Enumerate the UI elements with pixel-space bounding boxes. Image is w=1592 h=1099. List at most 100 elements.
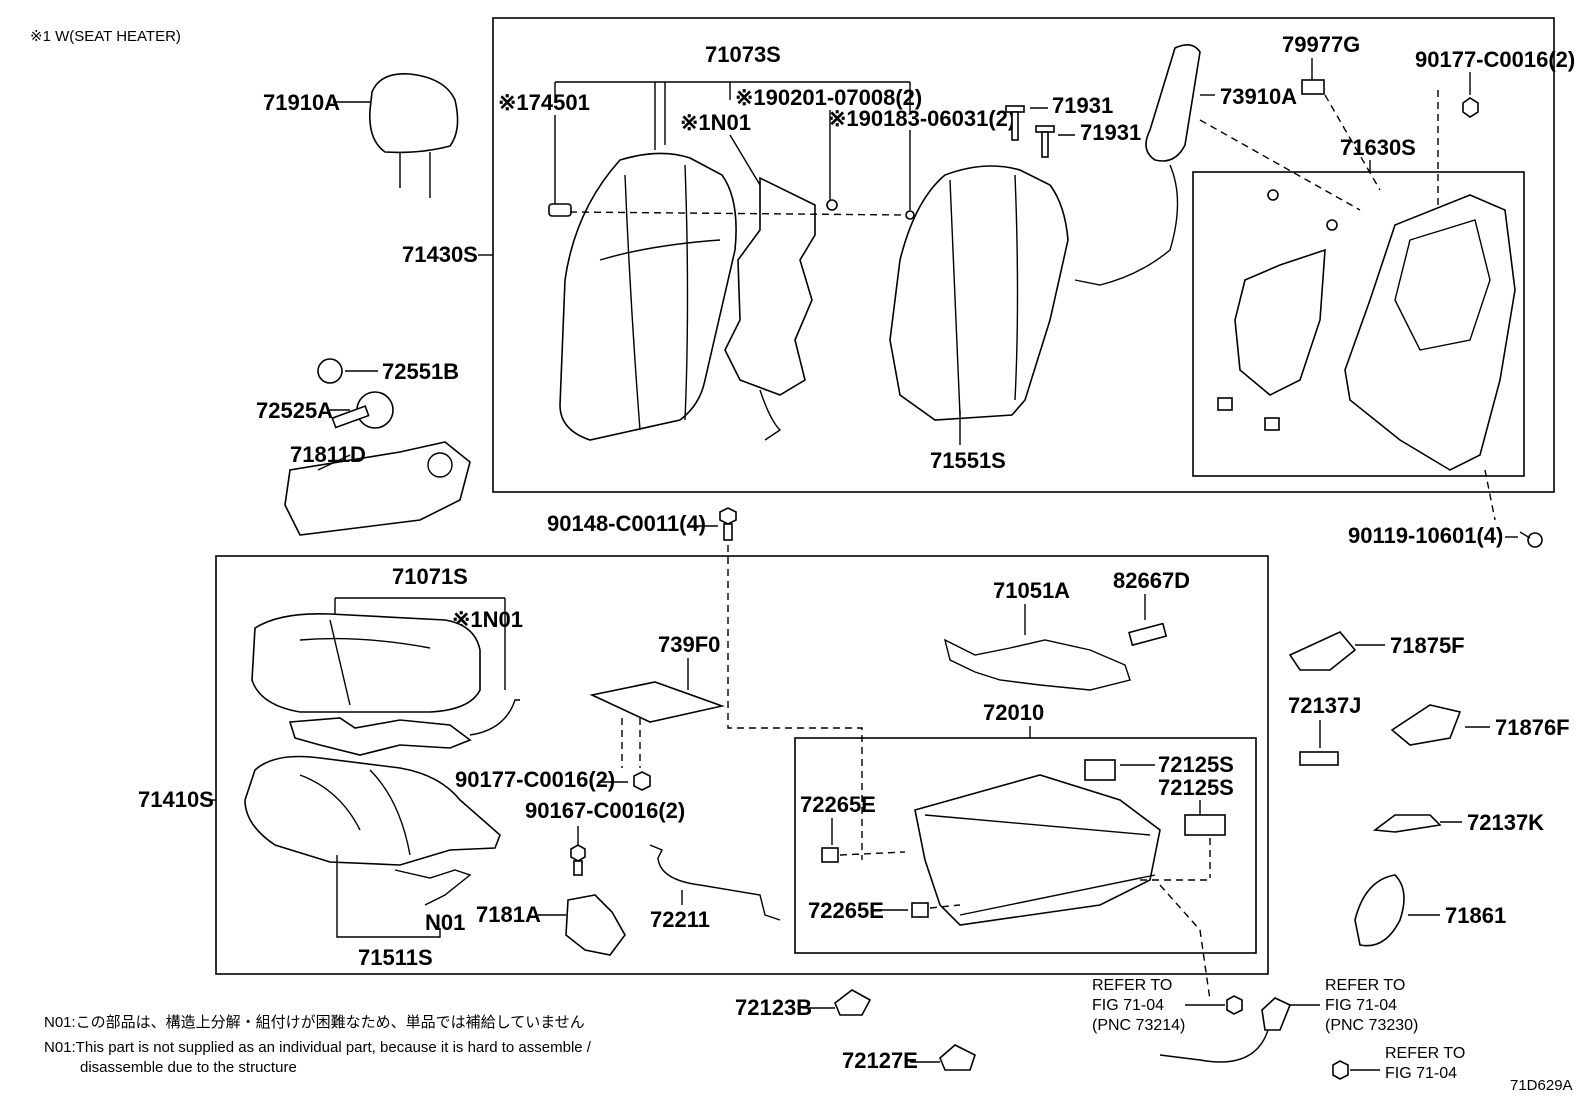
footnote-en-2: disassemble due to the structure bbox=[80, 1059, 297, 1076]
nut-refer-71-04[interactable] bbox=[1332, 1060, 1349, 1080]
label-72525A: 72525A bbox=[256, 398, 333, 423]
clip-90201-07008[interactable] bbox=[826, 199, 838, 211]
knob-72525A[interactable] bbox=[331, 391, 394, 429]
seat-track-72010[interactable] bbox=[914, 774, 1161, 926]
refer-3-line1: REFER TO bbox=[1385, 1045, 1465, 1062]
refer-2-line2: FIG 71-04 bbox=[1325, 997, 1397, 1014]
bolt-71931-a[interactable] bbox=[1005, 105, 1025, 141]
label-74501: ※174501 bbox=[498, 90, 590, 115]
seat-cushion-pad-part[interactable] bbox=[244, 755, 501, 866]
label-72265E-b: 72265E bbox=[808, 898, 884, 923]
label-71430S: 71430S bbox=[402, 242, 478, 267]
buckle-pnc-73230[interactable] bbox=[1159, 997, 1292, 1063]
label-90167-C0016: 90167-C0016(2) bbox=[525, 798, 685, 823]
label-71551S: 71551S bbox=[930, 448, 1006, 473]
headrest-part[interactable] bbox=[368, 73, 459, 198]
cover-71861[interactable] bbox=[1354, 874, 1405, 947]
footnote-en-1: N01:This part is not supplied as an indi… bbox=[44, 1039, 592, 1056]
cover-72127E[interactable] bbox=[939, 1044, 976, 1071]
label-72137K: 72137K bbox=[1467, 810, 1544, 835]
seat-cushion-cover-part[interactable] bbox=[251, 612, 481, 713]
bolt-90119-10601[interactable] bbox=[1519, 531, 1543, 548]
bracket-71876F[interactable] bbox=[1390, 704, 1462, 746]
seat-cushion-heater-part[interactable] bbox=[288, 699, 520, 756]
cover-72123B[interactable] bbox=[834, 989, 872, 1016]
label-90177-top: 90177-C0016(2) bbox=[1415, 47, 1575, 72]
label-90183-06031: ※190183-06031(2) bbox=[828, 106, 1015, 131]
seat-heater-note: ※1 W(SEAT HEATER) bbox=[30, 28, 181, 45]
nut-90177-top[interactable] bbox=[1462, 97, 1479, 118]
label-71876F: 71876F bbox=[1495, 715, 1570, 740]
refer-3-line2: FIG 71-04 bbox=[1385, 1065, 1457, 1082]
clip-72265E-a[interactable] bbox=[821, 847, 839, 863]
label-71071S: 71071S bbox=[392, 564, 468, 589]
label-73910A: 73910A bbox=[1220, 84, 1297, 109]
label-71511S: 71511S bbox=[358, 945, 433, 970]
bolt-90148-C0011[interactable] bbox=[719, 507, 737, 541]
seatback-frame-part[interactable] bbox=[1344, 194, 1516, 471]
nut-pnc-73214[interactable] bbox=[1226, 995, 1243, 1015]
label-90201-07008: ※190201-07008(2) bbox=[735, 85, 922, 110]
label-79977G: 79977G bbox=[1282, 32, 1360, 57]
refer-2-line1: REFER TO bbox=[1325, 977, 1405, 994]
refer-1-line3: (PNC 73214) bbox=[1092, 1017, 1185, 1034]
label-71931-b: 71931 bbox=[1080, 120, 1141, 145]
label-71410S: 71410S bbox=[138, 787, 214, 812]
side-shield-71811D[interactable] bbox=[284, 441, 471, 536]
seatback-heater-part[interactable] bbox=[724, 176, 816, 441]
label-71861: 71861 bbox=[1445, 903, 1506, 928]
label-plate-79977G[interactable] bbox=[1301, 79, 1325, 95]
cover-72125S-b[interactable] bbox=[1184, 814, 1226, 836]
cover-72137J[interactable] bbox=[1299, 751, 1339, 766]
cover-72125S-a[interactable] bbox=[1084, 759, 1116, 781]
label-72123B: 72123B bbox=[735, 995, 812, 1020]
wire-harness-71051A[interactable] bbox=[943, 638, 1131, 691]
label-71931-a: 71931 bbox=[1052, 93, 1113, 118]
refer-1-line2: FIG 71-04 bbox=[1092, 997, 1164, 1014]
label-739F0: 739F0 bbox=[658, 632, 720, 657]
label-71051A: 71051A bbox=[993, 578, 1070, 603]
seatback-cover-part[interactable] bbox=[559, 152, 737, 441]
refer-2-line3: (PNC 73230) bbox=[1325, 1017, 1418, 1034]
label-71811D: 71811D bbox=[290, 442, 366, 467]
label-72127E: 72127E bbox=[842, 1048, 918, 1073]
label-7181A: 7181A bbox=[476, 902, 541, 927]
clip-72265E-b[interactable] bbox=[911, 902, 929, 918]
refer-1-line1: REFER TO bbox=[1092, 977, 1172, 994]
nut-90177-mid[interactable] bbox=[633, 771, 651, 791]
cushion-group-box bbox=[215, 555, 1269, 975]
seatback-pad-part[interactable] bbox=[889, 165, 1069, 421]
label-82667D: 82667D bbox=[1113, 568, 1190, 593]
bolt-71931-b[interactable] bbox=[1035, 125, 1055, 158]
clip-90183-06031[interactable] bbox=[905, 210, 915, 220]
frame-sub-box bbox=[1192, 171, 1525, 477]
bracket-71875F[interactable] bbox=[1288, 631, 1357, 671]
label-90177-mid: 90177-C0016(2) bbox=[455, 767, 615, 792]
cushion-heater-connector[interactable] bbox=[394, 869, 472, 906]
label-90119-10601: 90119-10601(4) bbox=[1348, 523, 1503, 548]
bolt-90167-C0016[interactable] bbox=[570, 844, 586, 876]
label-72211: 72211 bbox=[650, 907, 710, 932]
rod-72211[interactable] bbox=[649, 844, 781, 921]
label-71630S: 71630S bbox=[1340, 135, 1416, 160]
label-72010: 72010 bbox=[983, 700, 1044, 725]
sheet-739F0[interactable] bbox=[589, 681, 725, 723]
knob-cap-72551B[interactable] bbox=[317, 358, 343, 384]
lumbar-support-part[interactable] bbox=[1217, 189, 1338, 431]
label-72137J: 72137J bbox=[1288, 693, 1361, 718]
label-71910A: 71910A bbox=[263, 90, 340, 115]
side-airbag-part[interactable] bbox=[1074, 44, 1201, 286]
footnote-jp: N01:この部品は、構造上分解・組付けが困難なため、単品では補給していません bbox=[44, 1014, 585, 1031]
label-72265E-a: 72265E bbox=[800, 792, 876, 817]
cover-72137K[interactable] bbox=[1372, 814, 1442, 833]
label-90148-C0011: 90148-C0011(4) bbox=[547, 511, 706, 536]
sensor-82667D[interactable] bbox=[1128, 622, 1168, 647]
recliner-7181A[interactable] bbox=[565, 894, 626, 956]
clip-74501[interactable] bbox=[548, 203, 572, 217]
label-71073S: 71073S bbox=[705, 42, 781, 67]
label-71875F: 71875F bbox=[1390, 633, 1465, 658]
label-72125S-b: 72125S bbox=[1158, 775, 1234, 800]
track-sub-box bbox=[794, 737, 1257, 954]
label-N01-bot: N01 bbox=[425, 910, 465, 935]
